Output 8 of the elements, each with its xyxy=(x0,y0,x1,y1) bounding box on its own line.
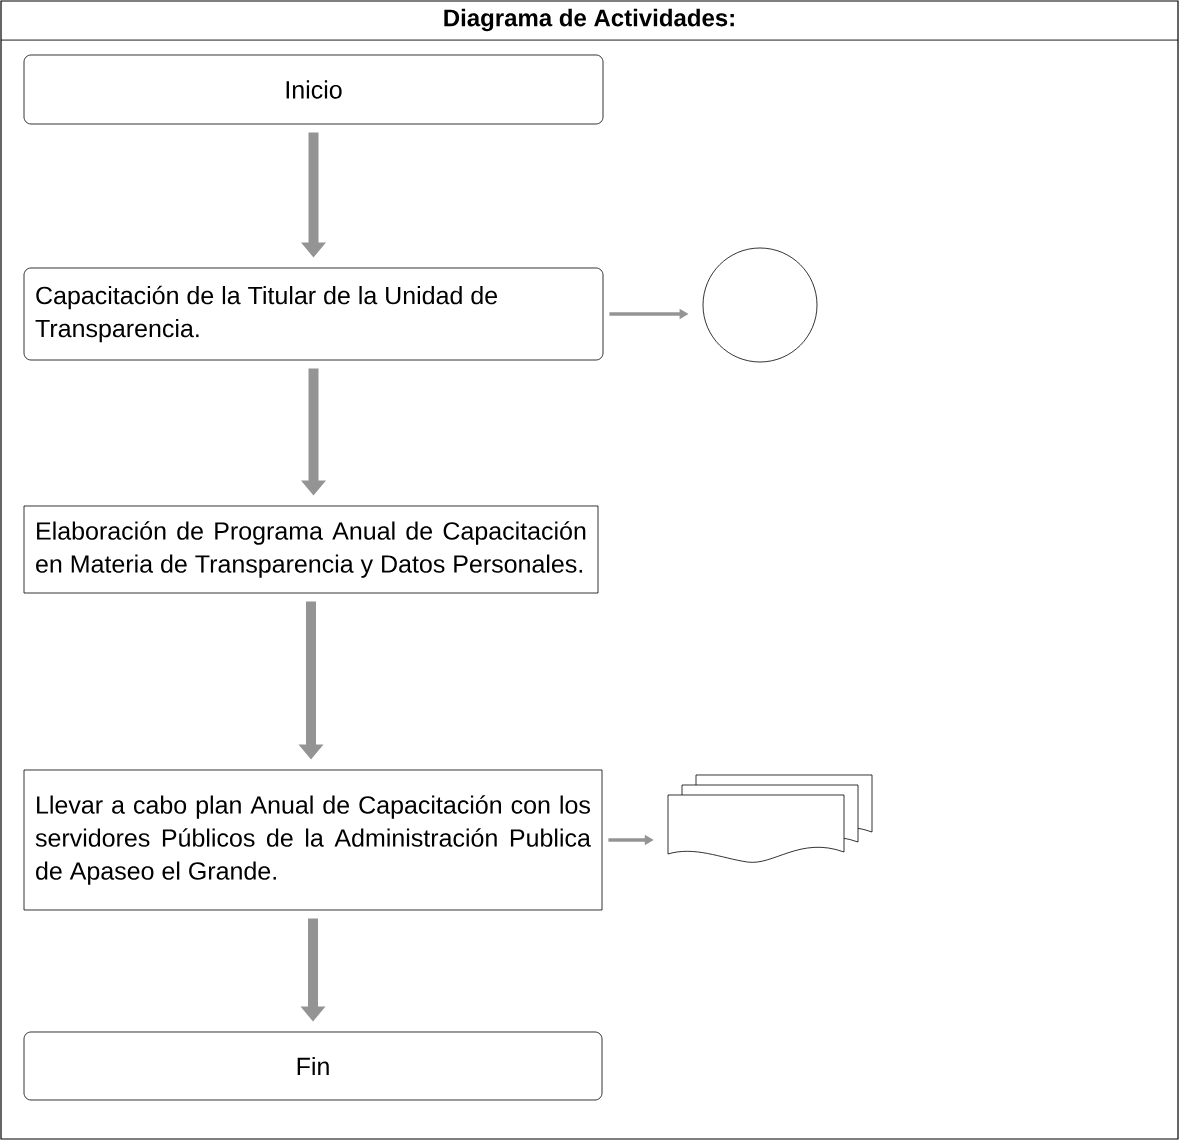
rounded-box: Capacitación de la Titular de la Unidad de Transparencia. xyxy=(23,267,604,361)
circle xyxy=(702,247,818,363)
rounded-box: Inicio xyxy=(23,54,604,125)
document-stack xyxy=(667,774,873,863)
table-header: Diagrama de Actividades: xyxy=(444,8,734,32)
rect-box: Llevar a cabo plan Anual de Capacitación con los servidores Públicos de la Administración Publica de Apaseo el Grande. xyxy=(23,769,603,911)
rounded-box: Fin xyxy=(23,1031,603,1101)
rect-box: Elaboración de Programa Anual de Capacitación en Materia de Transparencia y Datos Personales. xyxy=(23,505,599,594)
